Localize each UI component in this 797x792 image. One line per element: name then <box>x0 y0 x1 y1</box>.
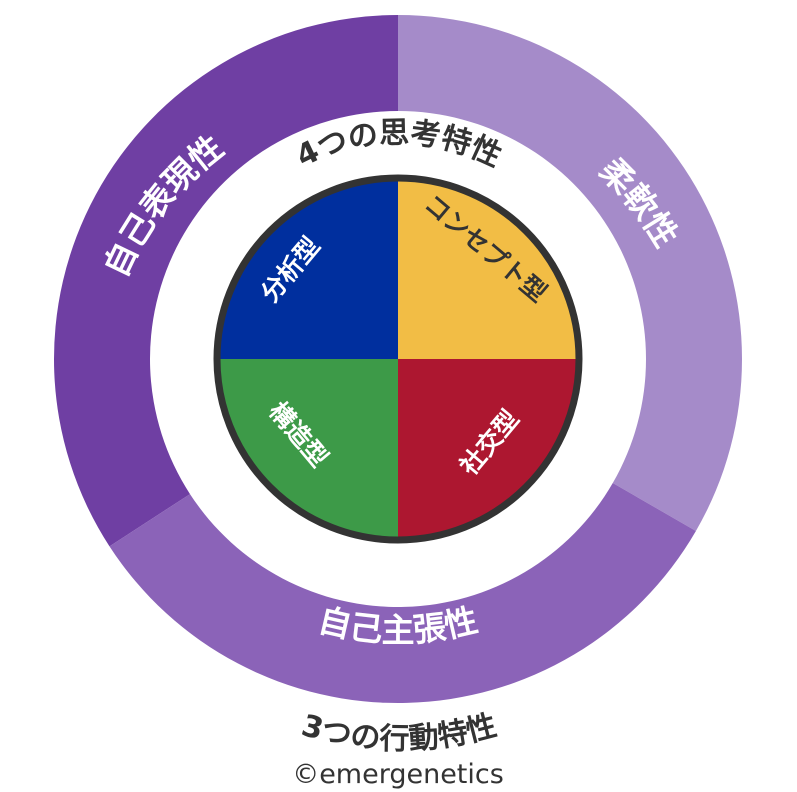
quadrant-analytical <box>219 180 398 359</box>
ring-segment-expressiveness <box>54 15 398 547</box>
ring-segment-flexibility <box>398 15 742 531</box>
quadrant-conceptual <box>398 180 577 359</box>
thinking-title-text: 4つの思考特性 <box>291 116 507 175</box>
behavior-title: 3つの行動特性 <box>298 708 500 757</box>
thinking-quadrants <box>213 174 583 544</box>
quadrant-social <box>398 359 577 538</box>
thinking-title: 4つの思考特性 <box>291 116 507 175</box>
quadrant-structural <box>219 359 398 538</box>
copyright: ©emergenetics <box>292 759 504 790</box>
quadrant-border <box>213 174 583 544</box>
behavior-title-text: 3つの行動特性 <box>298 708 500 757</box>
ring-segment-assertiveness <box>109 483 696 703</box>
